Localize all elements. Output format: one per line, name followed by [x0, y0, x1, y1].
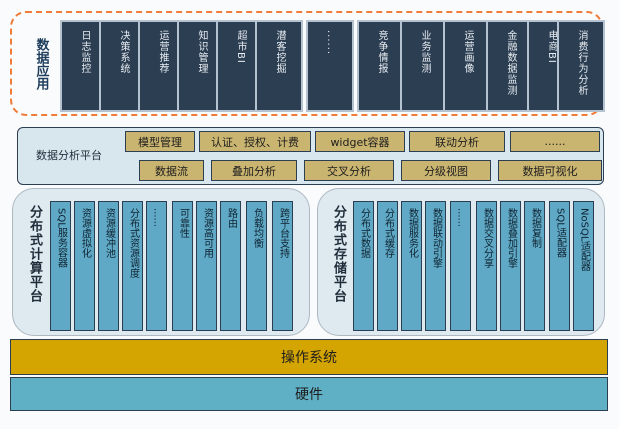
app-card: 竞争情报: [357, 20, 405, 112]
platform-module: 数据流: [139, 160, 204, 181]
app-card: ......: [306, 20, 354, 112]
platform-module: 联动分析: [409, 131, 505, 152]
storage-module: 分布式缓存: [377, 201, 398, 331]
computing-module: 跨平台支持: [272, 201, 293, 331]
storage-module: 数据复制: [524, 201, 545, 331]
computing-module: ......: [146, 201, 167, 331]
app-card: 金融数据监测: [486, 20, 534, 112]
os-layer: 操作系统: [10, 339, 608, 375]
app-card: 运营画像: [443, 20, 491, 112]
storage-module: NoSQL适配器: [573, 201, 594, 331]
storage-title: 分布式存储平台: [331, 205, 346, 303]
data-apps-title: 数据应用: [33, 38, 49, 90]
storage-module: 数据联动引擎: [425, 201, 446, 331]
storage-module: ......: [450, 201, 471, 331]
app-card: 潜客挖掘: [255, 20, 303, 112]
hardware-layer: 硬件: [10, 377, 608, 411]
platform-module: 认证、授权、计费: [199, 131, 311, 152]
storage-module: SQL适配器: [549, 201, 570, 331]
platform-module: widget容器: [315, 131, 405, 152]
storage-module: 数据服务化: [401, 201, 422, 331]
app-card: 消费行为分析: [557, 20, 605, 112]
platform-module: ......: [510, 131, 600, 152]
computing-module: 资源缓冲池: [98, 201, 119, 331]
platform-module: 模型管理: [125, 131, 195, 152]
computing-module: 可靠性: [172, 201, 193, 331]
storage-module: 数据叠加引擎: [500, 201, 521, 331]
computing-module: SQL服务容器: [50, 201, 71, 331]
platform-module: 分级视图: [401, 160, 491, 181]
computing-module: 路由: [220, 201, 241, 331]
computing-module: 分布式资源调度: [122, 201, 143, 331]
platform-module: 交叉分析: [304, 160, 394, 181]
computing-module: 负载均衡: [246, 201, 267, 331]
platform-module: 数据可视化: [498, 160, 602, 181]
computing-module: 资源虚拟化: [74, 201, 95, 331]
computing-module: 资源高可用: [196, 201, 217, 331]
platform-title: 数据分析平台: [36, 149, 102, 162]
storage-module: 分布式数据: [353, 201, 374, 331]
platform-module: 叠加分析: [211, 160, 297, 181]
app-card: 业务监测: [400, 20, 448, 112]
storage-module: 数据交叉分享: [476, 201, 497, 331]
computing-title: 分布式计算平台: [27, 205, 42, 303]
